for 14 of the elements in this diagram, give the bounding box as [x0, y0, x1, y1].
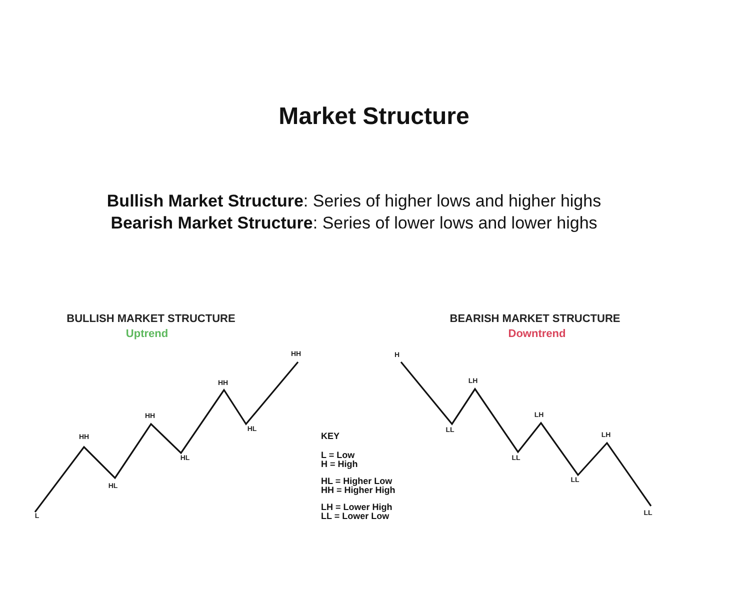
key-entry: LL = Lower Low	[321, 512, 390, 522]
chart-heading: BEARISH MARKET STRUCTURE	[450, 312, 620, 326]
trend-label: Downtrend	[508, 328, 566, 340]
chart-heading: BULLISH MARKET STRUCTURE	[66, 312, 236, 326]
trend-label: Uptrend	[126, 328, 168, 340]
definition-text: Bullish Market Structure: Series of higher lows and higher highs	[106, 192, 602, 212]
definition-text: Bearish Market Structure: Series of lower lows and lower highs	[110, 214, 598, 234]
key-entry: L = Low	[321, 451, 355, 460]
title: Market Structure	[278, 104, 470, 130]
key-entry: HL = Higher Low	[321, 477, 392, 486]
key-entry: HH = Higher High	[321, 486, 396, 496]
key-entry: LH = Lower High	[321, 503, 392, 512]
key-heading: KEY	[321, 432, 340, 442]
key-entry: H = High	[321, 460, 358, 470]
